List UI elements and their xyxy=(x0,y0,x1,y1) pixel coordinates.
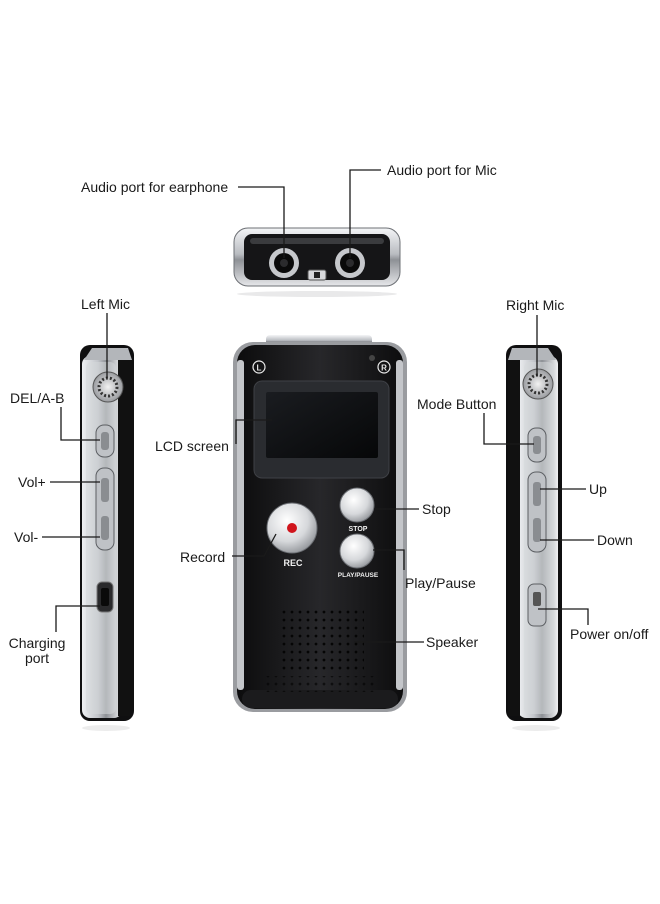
leader-record xyxy=(232,533,277,557)
label-charging-port: Charging port xyxy=(5,636,69,666)
front-device xyxy=(233,335,407,712)
label-mode-button: Mode Button xyxy=(417,396,497,412)
leader-del-ab xyxy=(60,407,100,441)
top-view-device xyxy=(233,227,401,297)
leader-lines xyxy=(42,169,594,643)
label-mic-port: Audio port for Mic xyxy=(387,162,497,178)
label-charging-port-line2: port xyxy=(24,650,50,666)
rec-button-label: REC xyxy=(283,558,303,568)
stop-button-label: STOP xyxy=(349,526,368,533)
left-mic-grille xyxy=(92,371,124,403)
label-charging-port-line1: Charging xyxy=(8,635,66,651)
label-up: Up xyxy=(589,481,607,497)
leader-charging-port xyxy=(55,605,100,632)
right-side-device xyxy=(506,345,562,731)
svg-text:L: L xyxy=(257,364,262,373)
channel-marker-left: L xyxy=(252,360,266,374)
label-power: Power on/off xyxy=(570,626,649,642)
label-stop: Stop xyxy=(422,501,451,517)
leader-earphone-port xyxy=(238,186,285,258)
label-vol-up: Vol+ xyxy=(18,474,46,490)
channel-marker-right: R xyxy=(377,360,391,374)
leader-mode-button xyxy=(483,413,534,445)
play-pause-button-label: PLAY/PAUSE xyxy=(338,572,379,579)
leader-mic-port xyxy=(349,169,381,258)
label-speaker: Speaker xyxy=(426,634,479,650)
label-right-mic: Right Mic xyxy=(506,297,565,313)
label-record: Record xyxy=(180,549,226,565)
record-button-shape xyxy=(266,502,318,554)
leader-power xyxy=(538,608,589,625)
label-lcd-screen: LCD screen xyxy=(155,438,229,454)
right-mic-grille xyxy=(522,368,554,400)
label-vol-down: Vol- xyxy=(14,529,39,545)
speaker-grille xyxy=(266,606,376,692)
leader-lcd-screen xyxy=(235,419,272,444)
stop-button-shape xyxy=(339,487,375,523)
label-earphone-port: Audio port for earphone xyxy=(81,179,229,195)
play-pause-button-shape xyxy=(339,533,375,569)
svg-text:R: R xyxy=(381,364,387,373)
label-left-mic: Left Mic xyxy=(81,296,131,312)
leader-play-pause xyxy=(373,549,405,570)
label-down: Down xyxy=(597,532,633,548)
left-side-device xyxy=(80,345,134,731)
label-play-pause: Play/Pause xyxy=(405,575,476,591)
label-del-ab: DEL/A-B xyxy=(10,390,65,406)
